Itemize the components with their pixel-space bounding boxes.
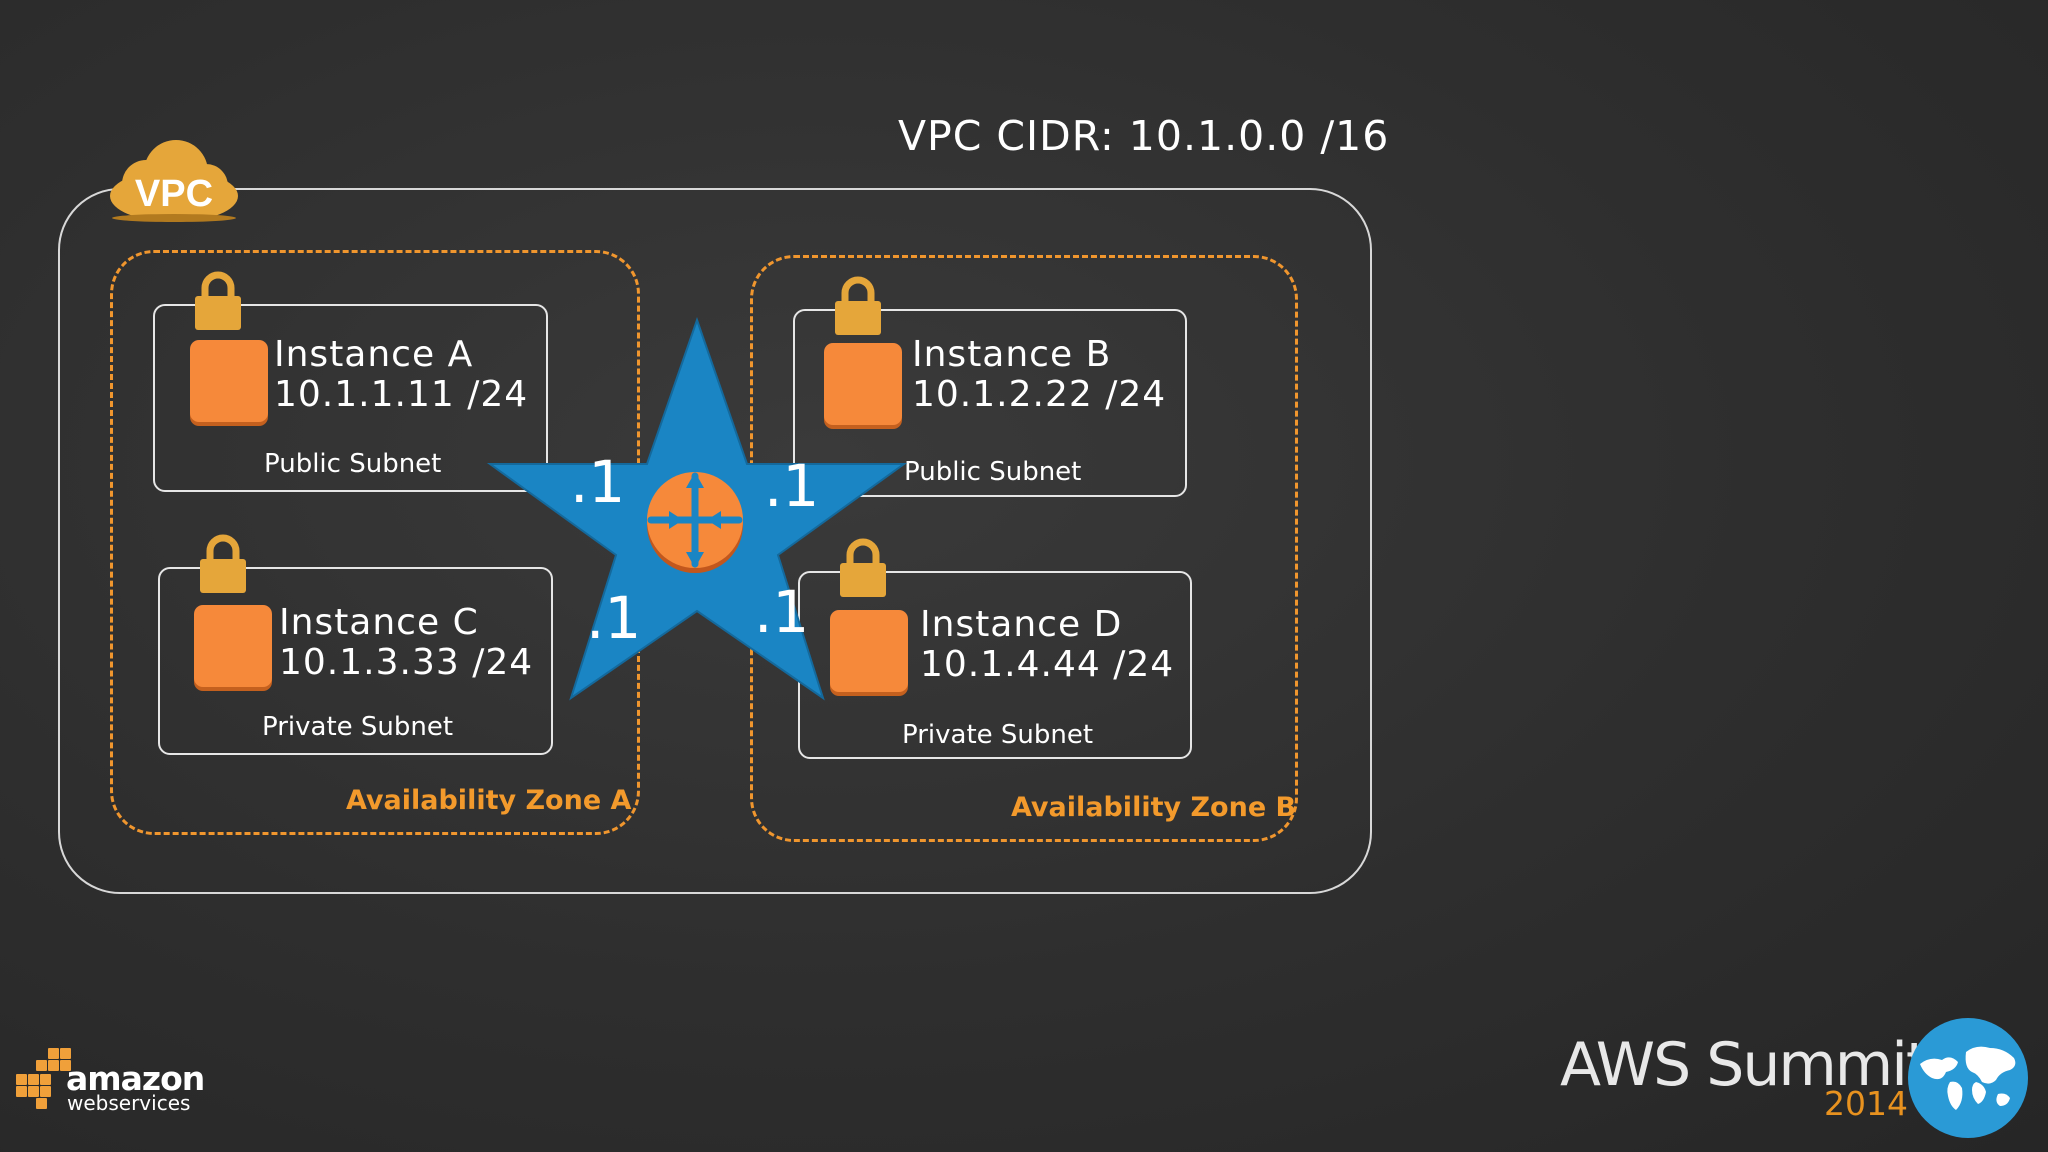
instance-b-subnet-label: Public Subnet: [904, 457, 1082, 487]
instance-c-icon: [194, 605, 272, 687]
router-address-b: .1: [764, 452, 820, 520]
instance-c-name: Instance C: [279, 602, 479, 643]
instance-b-name: Instance B: [912, 334, 1112, 375]
availability-zone-b-label: Availability Zone B: [1011, 792, 1297, 823]
aws-summits-wordmark: AWS Summits: [1560, 1030, 1959, 1100]
instance-d-subnet-label: Private Subnet: [902, 720, 1094, 750]
subnet-box-a: [153, 304, 548, 492]
router-address-d: .1: [754, 578, 810, 646]
instance-a-name: Instance A: [274, 334, 474, 375]
vpc-cloud-icon: VPC: [110, 140, 238, 222]
instance-d-icon: [830, 610, 908, 692]
lock-icon: [840, 538, 886, 597]
instance-d-ip: 10.1.4.44 /24: [920, 644, 1175, 685]
router-address-a: .1: [570, 448, 626, 516]
instance-b-icon: [824, 343, 902, 425]
instance-a-icon: [190, 340, 268, 422]
vpc-container: [58, 188, 1372, 894]
lock-icon: [195, 271, 241, 330]
amazon-boxes-logo-icon: [16, 1048, 71, 1109]
instance-a-subnet-label: Public Subnet: [264, 449, 442, 479]
vpc-cidr-label: VPC CIDR: 10.1.0.0 /16: [898, 112, 1390, 160]
subnet-box-b: [793, 309, 1187, 497]
amazon-wordmark: amazon: [66, 1059, 205, 1098]
webservices-wordmark: webservices: [67, 1091, 191, 1115]
router-icon: [647, 472, 743, 573]
globe-icon: [1908, 1018, 2028, 1138]
summit-year: 2014: [1824, 1084, 1908, 1123]
instance-a-ip: 10.1.1.11 /24: [274, 374, 529, 415]
instance-d-name: Instance D: [920, 604, 1123, 645]
subnet-box-c: [158, 567, 553, 755]
router-address-c: .1: [586, 584, 642, 652]
vpc-badge-label: VPC: [135, 173, 213, 215]
instance-c-ip: 10.1.3.33 /24: [279, 642, 534, 683]
availability-zone-a-label: Availability Zone A: [346, 785, 632, 816]
instance-c-subnet-label: Private Subnet: [262, 712, 454, 742]
lock-icon: [200, 534, 246, 593]
lock-icon: [835, 276, 881, 335]
instance-b-ip: 10.1.2.22 /24: [912, 374, 1167, 415]
